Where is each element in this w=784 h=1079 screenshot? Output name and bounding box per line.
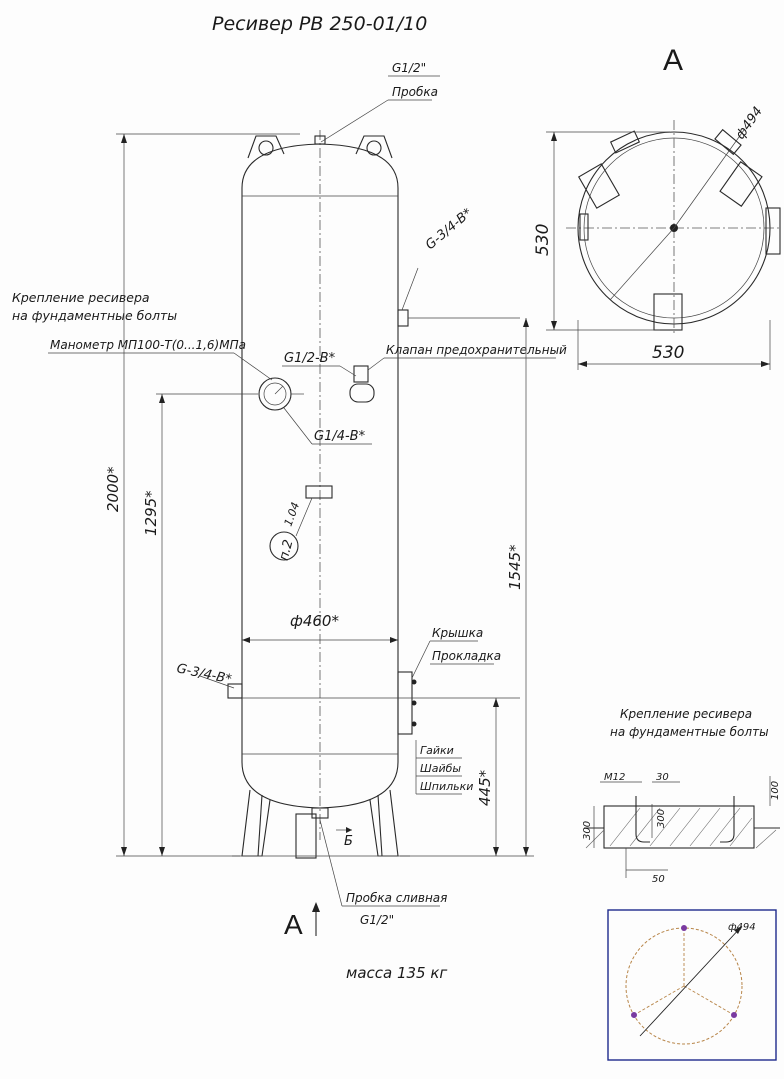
hatch-lid	[397, 671, 413, 735]
nameplate-callout-circle	[269, 531, 299, 561]
gasket-callout: Прокладка	[432, 649, 501, 663]
mounting-note-left-1: Крепление ресивера	[12, 290, 150, 305]
lower-port-callout: G-3/4-B*	[175, 661, 233, 687]
dim-height-right: 1545*	[506, 544, 524, 590]
gauge-callout: Манометр МП100-Т(0...1,6)МПа	[50, 338, 246, 352]
view-a-label: А	[663, 44, 683, 77]
upper-port-callout: G-3/4-B*	[423, 205, 476, 253]
dim-height-hatch: 445*	[476, 769, 494, 806]
top-plug-name: Пробка	[392, 85, 438, 99]
nuts-callout: Гайки	[420, 744, 454, 757]
view-a-top	[546, 120, 782, 370]
support-legs	[232, 789, 410, 859]
nameplate-icon	[305, 485, 333, 499]
foundation-title-2: на фундаментные болты	[610, 725, 769, 739]
foundation-d300-inner: 300	[656, 809, 667, 828]
view-a-marker: А	[284, 909, 303, 940]
top-plug-size: G1/2"	[392, 61, 426, 75]
foundation-bolt: М12	[604, 772, 625, 783]
studs-callout: Шпильки	[420, 780, 473, 793]
safety-valve-icon	[353, 365, 369, 383]
gauge-port-callout: G1/4-B*	[314, 429, 366, 444]
view-a-diameter: ф494	[733, 104, 766, 142]
nameplate-callout: п.2	[277, 538, 297, 562]
upper-port	[397, 309, 409, 327]
washers-callout: Шайбы	[420, 762, 461, 775]
valve-port-callout: G1/2-B*	[284, 351, 336, 366]
bolt-circle-detail	[607, 909, 777, 1061]
mounting-note-left-2: на фундаментные болты	[12, 308, 177, 323]
foundation-d100: 100	[770, 781, 781, 800]
drain-plug-callout: Пробка сливная	[346, 891, 447, 905]
diameter-label: ф460*	[290, 612, 339, 630]
drawing-title: Ресивер РВ 250-01/10	[212, 13, 427, 35]
dim-height-total: 2000*	[104, 466, 122, 512]
receiver-vessel	[241, 130, 399, 840]
safety-valve-callout: Клапан предохранительный	[386, 343, 567, 357]
foundation-d50: 50	[652, 874, 665, 885]
view-a-width: 530	[652, 343, 684, 363]
dim-height-gauge: 1295*	[142, 490, 160, 536]
foundation-d30: 30	[656, 772, 669, 783]
lid-callout: Крышка	[432, 626, 483, 640]
foundation-d300-left: 300	[582, 821, 593, 840]
nameplate-tag: 1.04	[282, 501, 303, 528]
drain-size: G1/2"	[360, 913, 394, 927]
bolt-circle-diameter: ф494	[728, 922, 756, 933]
dimension-lines	[116, 133, 534, 857]
section-b-label: Б	[344, 834, 353, 849]
mass-label: масса 135 кг	[346, 964, 447, 982]
view-a-height: 530	[533, 224, 553, 256]
foundation-title-1: Крепление ресивера	[620, 707, 752, 721]
lower-port	[227, 683, 243, 699]
foundation-detail	[584, 776, 780, 878]
